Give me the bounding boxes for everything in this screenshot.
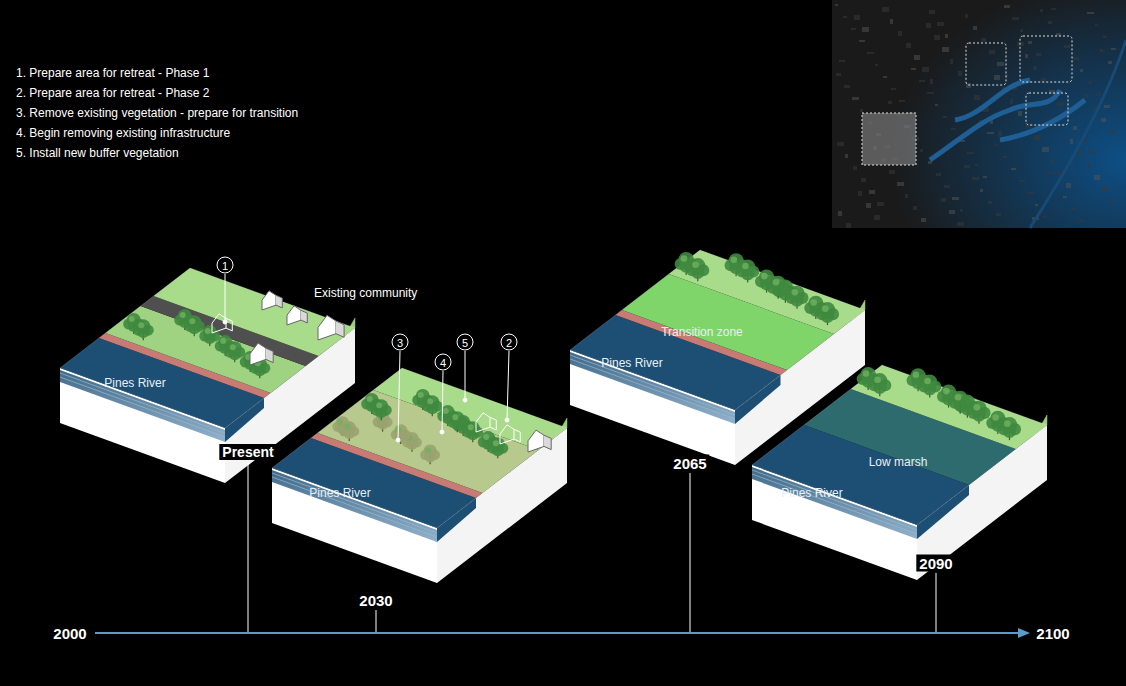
node-text: 3 [397, 336, 403, 348]
timeline-year: 2090 [916, 555, 955, 572]
zone-label: Pines River [777, 484, 846, 502]
callout-number: 4 [435, 354, 452, 371]
timeline-year: 2000 [50, 625, 89, 642]
callout-number: 5 [457, 334, 474, 351]
node-text: 4 [440, 356, 446, 368]
2030-block [272, 368, 567, 583]
node-text: Transition zone [661, 325, 743, 339]
timeline-year: 2100 [1033, 625, 1072, 642]
map-inset [832, 0, 1126, 228]
zone-label: Low marsh [865, 453, 932, 471]
node-text: 1 [222, 259, 228, 271]
node-text: 5 [462, 336, 468, 348]
legend-note: 3. Remove existing vegetation - prepare … [16, 106, 298, 120]
zone-label: Transition zone [657, 323, 747, 341]
leader-lines [223, 274, 936, 633]
node-text: Pines River [104, 376, 165, 390]
2090-block [752, 365, 1047, 580]
node-text: Low marsh [869, 455, 928, 469]
timeline-year: 2030 [356, 592, 395, 609]
zone-label: Pines River [100, 374, 169, 392]
callout-number: 1 [217, 257, 234, 274]
timeline-year: Present [219, 444, 276, 460]
callout-number: 3 [392, 334, 409, 351]
legend-note: 1. Prepare area for retreat - Phase 1 [16, 66, 209, 80]
zone-label: Pines River [305, 484, 374, 502]
legend-note: 5. Install new buffer vegetation [16, 146, 179, 160]
node-text: Pines River [309, 486, 370, 500]
node-text: Pines River [781, 486, 842, 500]
legend-note: 4. Begin removing existing infrastructur… [16, 126, 230, 140]
zone-label: Pines River [597, 354, 666, 372]
legend-note: 2. Prepare area for retreat - Phase 2 [16, 86, 209, 100]
timeline-axis [95, 628, 1030, 638]
timeline-year: 2065 [670, 455, 709, 472]
callout-number: 2 [501, 334, 518, 351]
node-text: 2 [506, 336, 512, 348]
node-text: Pines River [601, 356, 662, 370]
place-label: Existing community [314, 286, 417, 300]
